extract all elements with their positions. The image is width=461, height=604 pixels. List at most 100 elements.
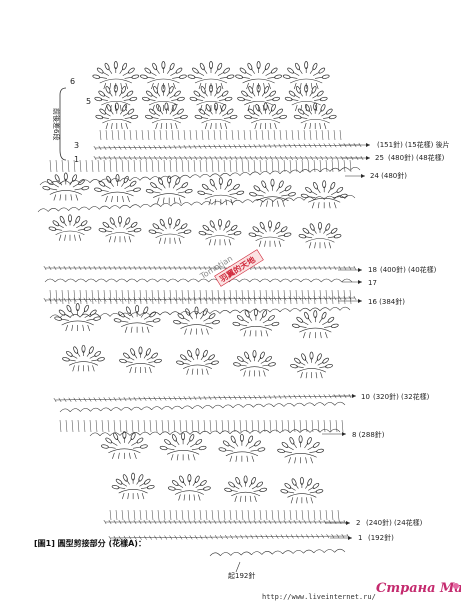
row-arrow [332,394,356,398]
fan-motif [159,432,207,461]
fan-motif [98,215,142,243]
label-r1: (192針) [368,533,394,542]
label-r8: 8 (288針) [352,430,385,439]
label-r10: (320針) (32花樣) [373,392,430,401]
row-number-3: 3 [74,141,79,150]
row-arrow [338,299,362,303]
stitch-columns [59,419,344,433]
fan-motif [173,306,220,335]
fan-motif [62,344,105,372]
fan-motif [176,348,219,375]
brand-flower-icon [453,583,459,589]
label-r18-num: 18 [368,266,377,274]
stitch-columns [109,509,340,521]
label-r17: 17 [368,279,377,287]
chain-loop-row [39,166,361,186]
row-arrow [345,174,365,178]
row-number-6: 6 [70,77,75,86]
chain-loop-row [89,428,341,437]
fan-motif [111,472,155,500]
fan-motif [290,351,333,379]
side-bracket [59,87,67,161]
stitch-row [93,142,362,151]
fan-motif [119,346,162,374]
stitch-row [43,295,357,303]
stitch-columns [99,129,342,141]
fan-motif [42,172,90,201]
fan-motif [218,433,266,462]
row-arrow [322,432,346,436]
label-r2-num: 2 [356,519,360,527]
chain-loop-row [59,401,346,413]
fan-motif [145,102,188,130]
fan-motif [145,175,193,204]
fan-motif [300,180,348,209]
fan-motif [187,61,235,90]
side-label: 前後差6段 [52,108,61,140]
fan-motif [48,214,92,241]
label-r25-num: 25 [375,154,384,162]
row-arrows [322,143,370,540]
fan-motif [140,61,187,90]
fan-motif [277,435,324,464]
row-arrow [338,268,362,272]
label-r1-num: 1 [358,534,362,542]
row-arrow [342,280,362,284]
label-start: 起192針 [228,571,255,580]
row-number-5: 5 [86,97,91,106]
fan-motif [298,221,342,249]
footer-brand: Страна Мам [376,581,461,596]
label-r24: 24 (480針) [370,171,407,180]
fan-motif [194,102,238,130]
fan-motif [237,84,280,112]
fan-motif [224,475,268,502]
footer-site: http://www.liveinternet.ru/ [262,593,376,601]
stitch-row [103,519,347,525]
fan-motif [101,430,148,459]
fan-motif [54,303,102,332]
label-r10-num: 10 [361,393,370,401]
label-r2: (240針) (24花樣) [366,518,423,527]
stitch-row [43,265,357,271]
fan-motif [142,84,185,112]
fan-motif [95,102,139,130]
row-arrow [342,156,370,160]
fan-motif [167,474,211,501]
fan-motif [148,217,192,244]
label-r16: 16 (384針) [368,297,405,306]
fan-motif [92,61,140,90]
figure-caption: [圖1] 圓型剪接部分 (花樣A)： [34,538,146,548]
fan-motifs [42,61,348,504]
stitch-row [93,155,364,161]
chain-loop-row [209,548,346,557]
fan-motif [232,308,280,337]
fan-motif [198,218,242,246]
fan-motif [280,476,324,504]
label-r18: (400針) (40花樣) [380,265,437,274]
fan-motif [233,349,276,377]
row-arrow [325,521,350,525]
chart-rows [37,129,364,557]
fan-motif [113,304,161,333]
stitch-columns [49,159,352,173]
fan-motif [197,177,245,206]
row-arrow [340,143,370,147]
label-r25-stitches: (151針) (15花樣) 後片 [377,140,450,149]
fan-motif [291,310,339,339]
chain-loop-row [49,306,351,319]
watermark: Tomotian 羽翼的天地 [198,249,264,287]
fan-motif [293,102,337,130]
fan-motif [244,102,287,130]
row-arrow [330,536,352,540]
fan-motif [248,220,292,247]
fan-motif [235,61,282,90]
fan-motif [94,174,141,203]
watermark-red-box [214,249,264,287]
chain-loop-row [37,194,356,213]
stitch-columns [49,289,352,305]
row-number-1: 1 [74,155,79,164]
stitch-row [108,533,350,541]
fan-motif [282,61,330,90]
stitch-row [53,393,352,403]
